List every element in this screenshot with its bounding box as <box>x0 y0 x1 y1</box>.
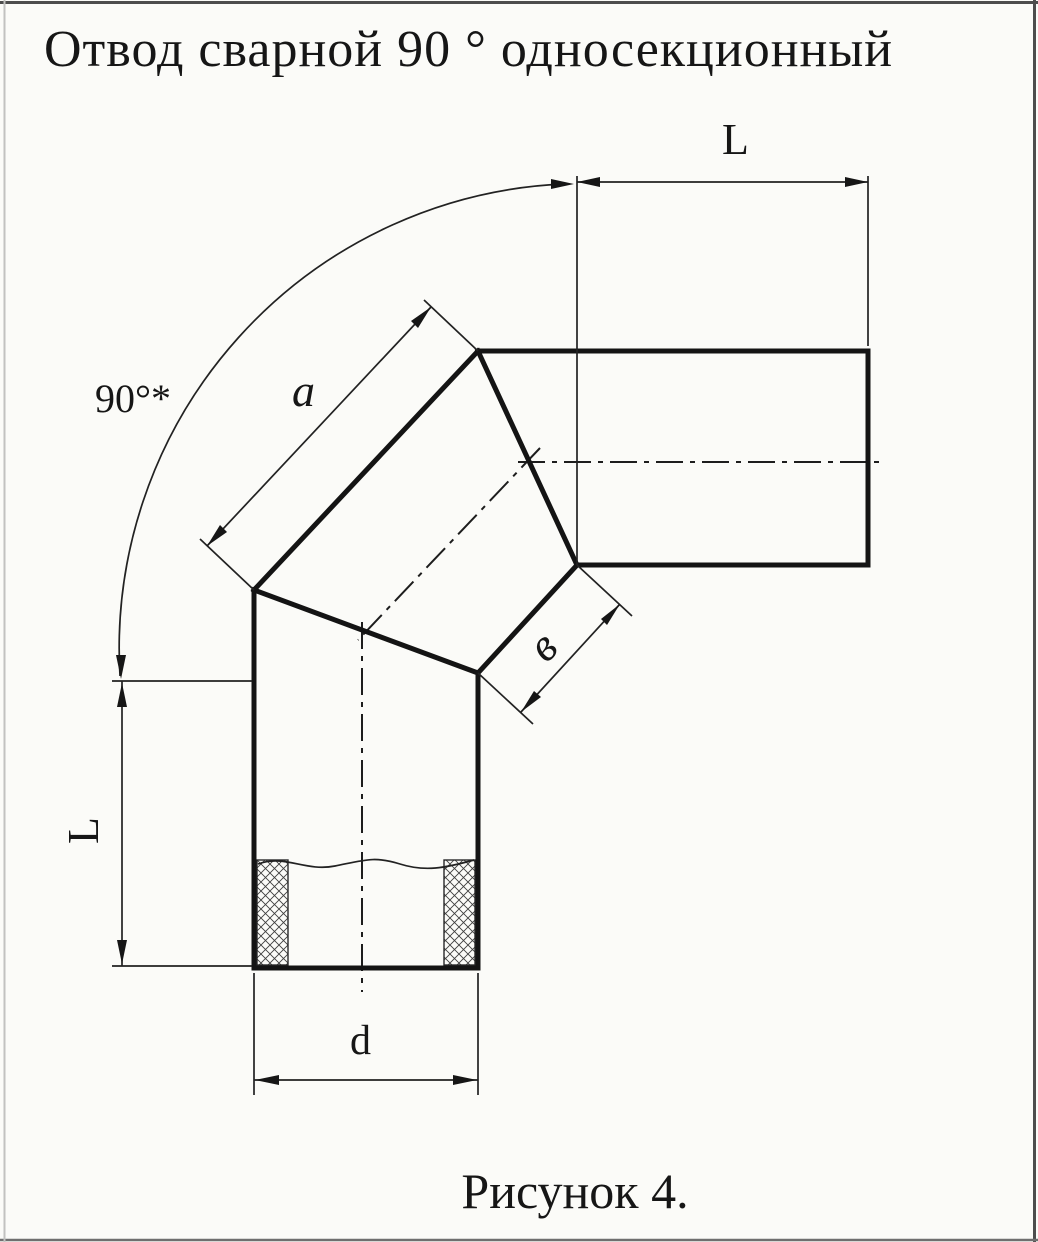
vertical-pipe-outline <box>251 587 481 971</box>
wedge-outer-edge <box>250 347 482 594</box>
label-b: в <box>518 621 568 672</box>
weld-seam-upper <box>474 347 581 569</box>
dimension-L-left: L <box>59 680 252 967</box>
hatch-strip-left <box>256 859 289 966</box>
extension-line <box>199 538 255 591</box>
horizontal-pipe-outline <box>475 348 871 568</box>
weld-seam-lower <box>250 586 482 677</box>
arrowhead <box>577 177 600 187</box>
socket-hatching <box>256 858 476 966</box>
extension-line <box>423 299 479 352</box>
arrowhead <box>845 177 868 187</box>
arrowhead <box>551 179 574 189</box>
extension-line <box>477 672 534 725</box>
arrowhead <box>453 1075 477 1085</box>
elbow-outline <box>250 347 871 971</box>
hatch-strip-right <box>443 859 476 966</box>
wedge-inner-edge <box>474 561 581 677</box>
dimension-a: a <box>199 299 479 591</box>
arrowhead <box>411 307 431 328</box>
arrowhead <box>207 525 227 546</box>
label-angle: 90°* <box>95 376 171 421</box>
arrowhead <box>117 940 127 964</box>
dimension-L-top: L <box>576 115 869 565</box>
label-L-top: L <box>722 115 749 164</box>
label-a: a <box>292 365 315 416</box>
arrowhead <box>601 604 620 625</box>
centerlines <box>357 447 882 992</box>
extension-line <box>576 564 633 617</box>
arrowhead <box>521 691 541 712</box>
angle-arc <box>118 183 564 677</box>
dimension-line <box>206 306 432 547</box>
label-L-left: L <box>59 817 108 844</box>
centerline-diagonal <box>357 447 541 641</box>
figure-caption: Рисунок 4. <box>461 1163 689 1219</box>
page-title: Отвод сварной 90 ° односекционный <box>44 21 894 78</box>
dimension-d: d <box>253 973 479 1095</box>
arrowhead <box>255 1075 279 1085</box>
label-d: d <box>350 1018 371 1064</box>
arrowhead <box>117 683 127 707</box>
arrowhead <box>116 655 126 679</box>
angle-dimension: 90°* <box>95 179 574 679</box>
socket-break-line <box>257 858 475 870</box>
